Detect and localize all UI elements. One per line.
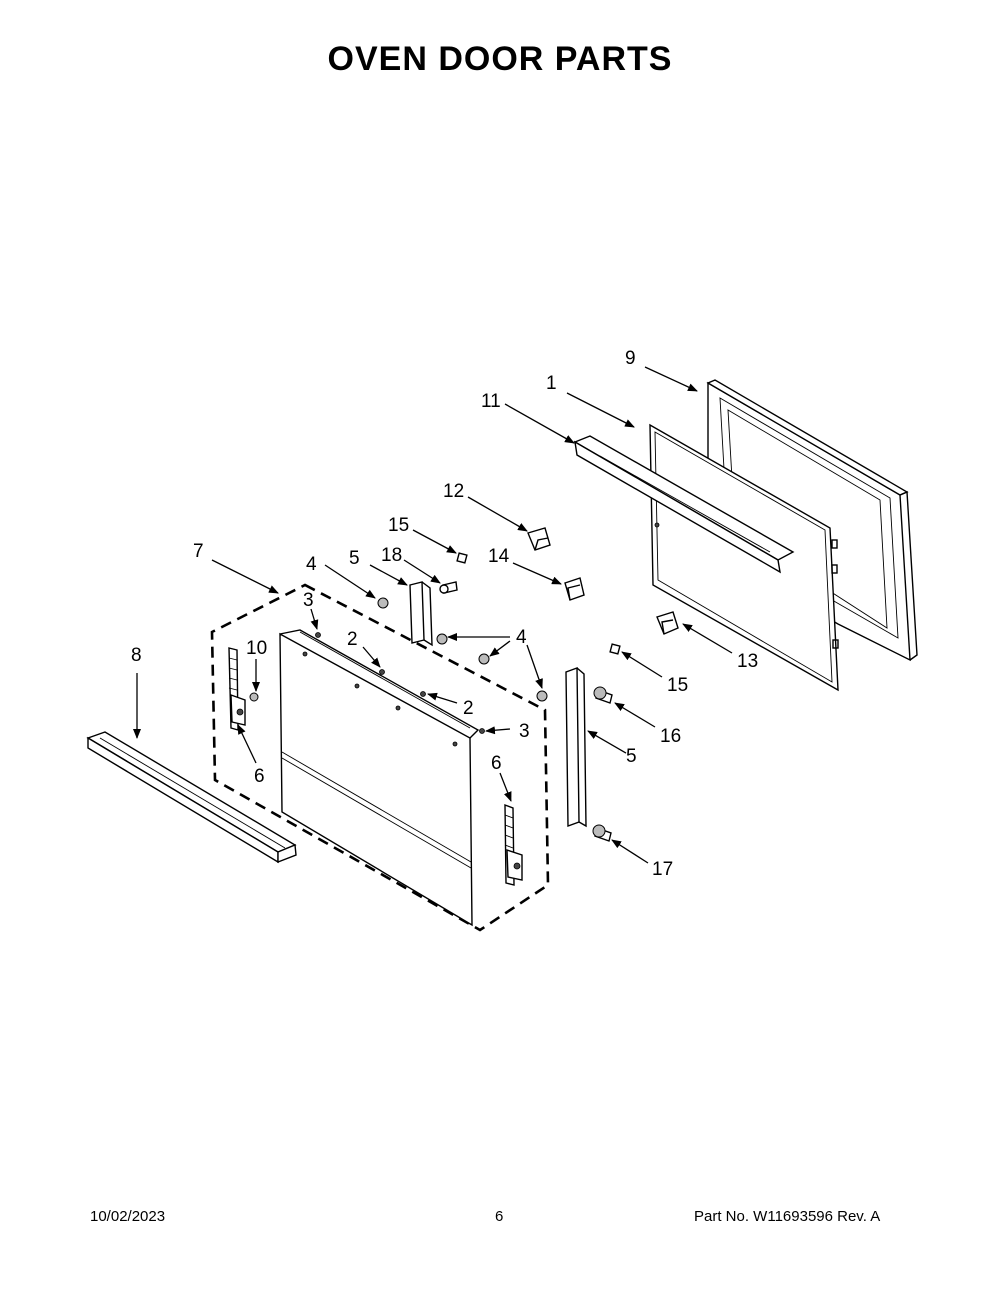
callout-11: 11 [481,391,501,412]
part-4-nut [478,653,490,665]
part-2-screw [420,691,426,697]
callout-17: 17 [652,859,673,880]
part-3-screw [479,728,485,734]
part-4-nut [436,633,448,645]
callout-14: 14 [488,546,510,567]
part-6-hinge-right [504,803,523,886]
footer-page-number: 6 [495,1208,504,1225]
part-18-screw [439,581,458,594]
callout-3-lower: 3 [519,721,530,742]
part-15-clip-upper [456,552,468,564]
callout-4-lower: 4 [516,627,527,648]
leader-arrows [133,366,733,864]
part-5-channel-upper [409,581,433,647]
callout-3-upper: 3 [303,590,314,611]
callout-18: 18 [381,545,402,566]
part-11-vent-channel [573,435,795,574]
part-2-screw [379,669,385,675]
footer-part-number: Part No. W11693596 Rev. A [694,1208,881,1225]
callout-15-upper: 15 [388,515,409,536]
callout-15-lower: 15 [667,675,688,696]
callout-2-upper: 2 [347,629,358,650]
part-15-clip-lower [609,643,621,655]
part-16-screw [593,686,613,704]
callout-12: 12 [443,481,464,502]
part-8-door-trim [86,731,297,864]
callout-5-lower: 5 [626,746,637,767]
part-7-door-assembly-outline [210,583,550,932]
part-13-bracket [656,611,679,635]
callout-13: 13 [737,651,758,672]
callout-4-upper: 4 [306,554,317,575]
page-title: OVEN DOOR PARTS [327,40,673,78]
part-1-inner-panel [649,423,839,692]
part-4-nut [536,690,548,702]
part-14-bracket [564,577,585,601]
part-5-channel-lower [565,667,587,828]
door-outer-panel [279,629,480,927]
callout-9: 9 [625,348,636,369]
callout-16: 16 [660,726,681,747]
part-17-screw [592,824,612,842]
callout-6-right: 6 [491,753,502,774]
footer-date: 10/02/2023 [90,1208,166,1225]
callout-1: 1 [546,373,557,394]
callout-2-lower: 2 [463,698,474,719]
part-4-nut [377,597,389,609]
part-6-hinge-left [228,647,246,731]
callout-5-upper: 5 [349,548,360,569]
part-12-bracket [527,527,551,551]
part-3-screw [315,632,321,638]
callout-8: 8 [131,645,142,666]
part-10-screw [249,692,259,702]
callout-6-left: 6 [254,766,265,787]
callout-7: 7 [193,541,204,562]
callout-10: 10 [246,638,267,659]
